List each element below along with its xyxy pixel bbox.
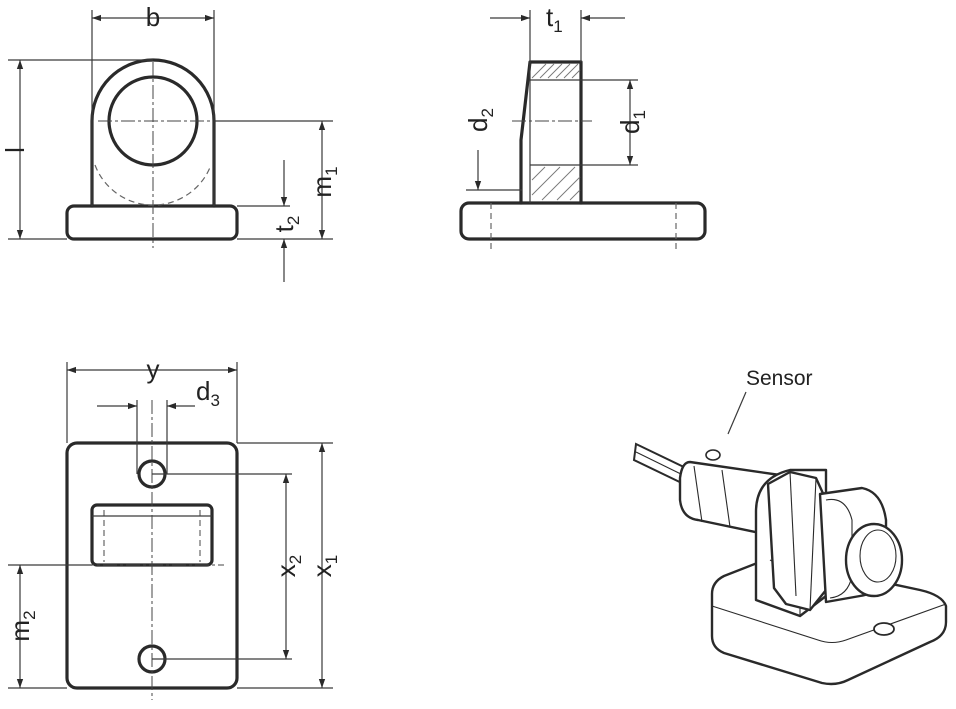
label-b: b xyxy=(146,2,160,32)
side-view xyxy=(459,10,707,250)
top-view xyxy=(8,362,333,700)
label-x2: x2 xyxy=(271,555,305,577)
label-t2: t2 xyxy=(269,216,303,233)
label-d3: d3 xyxy=(196,376,220,410)
label-d1: d1 xyxy=(615,110,649,134)
label-x1: x1 xyxy=(307,555,341,577)
label-sensor: Sensor xyxy=(746,367,813,390)
label-d2: d2 xyxy=(463,108,497,132)
label-m2: m2 xyxy=(5,610,39,641)
isometric-view xyxy=(632,391,948,686)
label-y: y xyxy=(147,354,160,384)
label-t1: t1 xyxy=(546,2,563,36)
label-l: l xyxy=(0,147,30,153)
label-m1: m1 xyxy=(307,166,341,197)
front-view xyxy=(8,10,333,282)
